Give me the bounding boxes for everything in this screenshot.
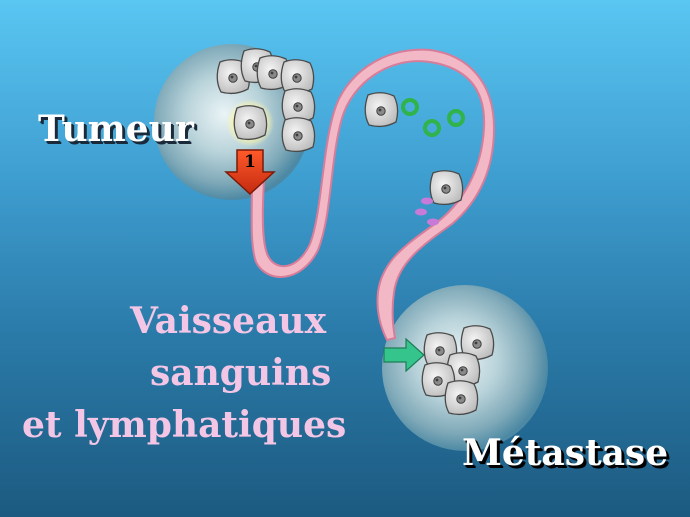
- vessels-label-line2: sanguins: [150, 352, 332, 394]
- platelet-icon: [415, 208, 427, 216]
- right-arrow-icon: [383, 337, 425, 373]
- platelet-icon: [427, 218, 439, 226]
- escaping-cell: [226, 99, 274, 147]
- vessels-label-line1: Vaisseaux: [130, 300, 327, 342]
- tumor-cell-icon: [429, 170, 464, 206]
- tumor-cell-icon: [444, 380, 479, 416]
- platelet-group: [415, 197, 439, 226]
- metastasis-label: Métastase: [462, 432, 669, 474]
- immune-cell-icon: [447, 109, 465, 127]
- tumor-cell-icon: [364, 92, 399, 128]
- platelet-icon: [421, 197, 433, 205]
- vessels-label-line3: et lymphatiques: [22, 404, 347, 446]
- tumor-cell-icon: [233, 105, 268, 141]
- immune-cell-icon: [423, 119, 441, 137]
- tumor-cell-cluster: [216, 48, 316, 153]
- immune-cell-icon: [401, 98, 419, 116]
- down-arrow-icon: 1: [224, 149, 276, 196]
- vessel: [250, 48, 496, 342]
- arrow-number: 1: [244, 152, 256, 172]
- tumor-label: Tumeur: [38, 108, 194, 150]
- immune-cell-group: [401, 98, 465, 137]
- tumor-cell-icon: [281, 117, 316, 153]
